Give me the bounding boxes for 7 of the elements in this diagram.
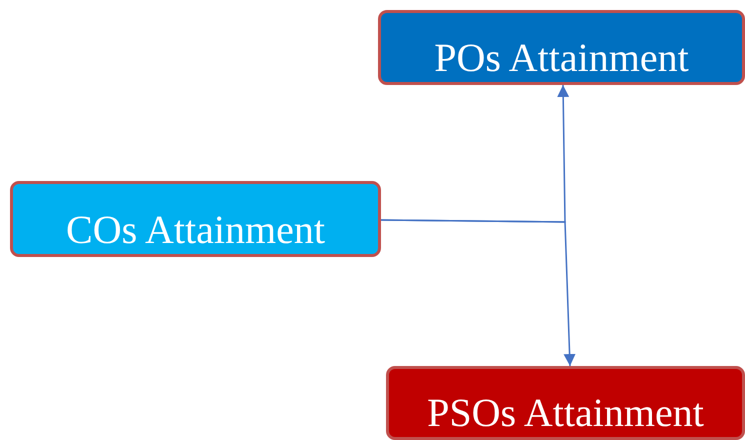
box-label: PSOs Attainment xyxy=(427,391,704,435)
arrow xyxy=(381,219,576,366)
box-label: POs Attainment xyxy=(434,36,689,80)
box-label: COs Attainment xyxy=(66,208,325,252)
process-box xyxy=(386,366,745,440)
process-box xyxy=(378,10,745,85)
process-box xyxy=(10,181,381,257)
